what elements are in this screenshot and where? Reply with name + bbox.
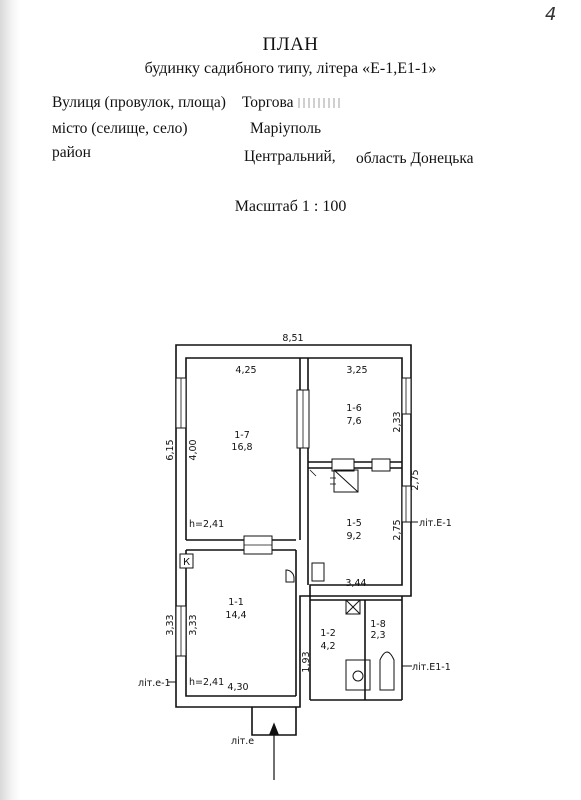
boiler — [311, 562, 325, 582]
window-1-6-1-5 — [371, 458, 391, 472]
fixtures — [285, 469, 395, 691]
dimension-labels: 8,51 4,25 3,25 3,44 4,30 6,15 4,00 2,33 … — [165, 333, 421, 693]
room-1-1-area: 14,4 — [225, 610, 246, 621]
redaction-mark — [297, 98, 340, 109]
entry-arrow — [269, 722, 279, 780]
city-label: місто (селище, село) — [52, 120, 188, 137]
region-value: область Донецька — [356, 150, 474, 167]
room-1-7-area: 16,8 — [231, 442, 252, 453]
dim-1-7-depth: 4,00 — [188, 439, 199, 460]
sink-drain — [352, 670, 364, 682]
letter-markers: літ.Е-1 літ.Е1-1 літ.е-1 літ.е — [138, 518, 452, 747]
dim-1-7-width: 4,25 — [235, 365, 256, 376]
room-1-8-id: 1-8 — [370, 619, 386, 630]
room-1-5-id: 1-5 — [346, 518, 362, 529]
dim-1-5-width: 3,44 — [345, 578, 366, 589]
page-number: 4 — [545, 4, 557, 25]
dim-1-1-depth-outer: 3,33 — [165, 614, 176, 635]
windows — [175, 377, 412, 657]
ceiling-height-upper: h=2,41 — [189, 519, 224, 530]
toilet — [379, 651, 395, 691]
stairs-marks — [309, 469, 336, 485]
room-1-5-area: 9,2 — [346, 531, 361, 542]
room-1-2-area: 4,2 — [320, 641, 335, 652]
window-glazing — [180, 378, 407, 656]
inner-wall-lower — [185, 550, 296, 697]
street-label: Вулиця (провулок, площа) — [52, 94, 226, 111]
room-1-6-id: 1-6 — [346, 403, 362, 414]
gas-meter — [345, 599, 361, 615]
window-1-6-right — [401, 377, 412, 415]
letter-e1-right: літ.Е-1 — [419, 518, 452, 529]
scale-label: Масштаб 1 : 100 — [234, 198, 347, 215]
dim-1-6-depth: 2,33 — [392, 411, 403, 432]
street-value-line: Торгова — [242, 94, 340, 112]
room-1-1-id: 1-1 — [228, 597, 244, 608]
dim-total-width: 8,51 — [282, 333, 303, 344]
room-1-8-area: 2,3 — [370, 630, 385, 641]
letter-e1-1-right: літ.Е1-1 — [412, 662, 451, 673]
dim-1-1-width: 4,30 — [227, 682, 248, 693]
scan-edge-shadow — [0, 0, 20, 800]
ceiling-height-lower: h=2,41 — [189, 677, 224, 688]
room-1-7-id: 1-7 — [234, 430, 250, 441]
street-value: Торгова — [242, 94, 294, 111]
sink — [345, 659, 371, 691]
document-subtitle: будинку садибного типу, літера «Е-1,Е1-1… — [144, 60, 437, 77]
window-1-5-right — [401, 485, 412, 523]
room-1-6-area: 7,6 — [346, 416, 361, 427]
dim-1-5-depth: 2,75 — [392, 519, 403, 540]
dim-left-outer: 6,15 — [165, 439, 176, 460]
stove — [333, 469, 359, 493]
k-marker-label: К — [183, 557, 190, 568]
district-label: район — [52, 144, 91, 161]
letter-e-1-left: літ.е-1 — [138, 678, 171, 689]
document-title: ПЛАН — [262, 34, 319, 55]
dim-1-1-depth-inner: 3,33 — [188, 614, 199, 635]
room-1-2-id: 1-2 — [320, 628, 336, 639]
dim-1-2-depth: 1,93 — [301, 651, 312, 672]
district-value: Центральний, — [244, 148, 336, 165]
room-labels: 1-7 16,8 1-6 7,6 1-5 9,2 1-1 14,4 1-2 4,… — [225, 403, 385, 652]
door-1-6-1-5 — [331, 458, 355, 472]
city-value: Маріуполь — [250, 120, 322, 137]
dim-right-depth: 2,75 — [410, 469, 421, 490]
letter-e-bottom: літ.е — [231, 736, 254, 747]
chimney-1-1 — [285, 569, 295, 583]
k-marker: К — [179, 553, 194, 569]
dim-1-6-width: 3,25 — [346, 365, 367, 376]
